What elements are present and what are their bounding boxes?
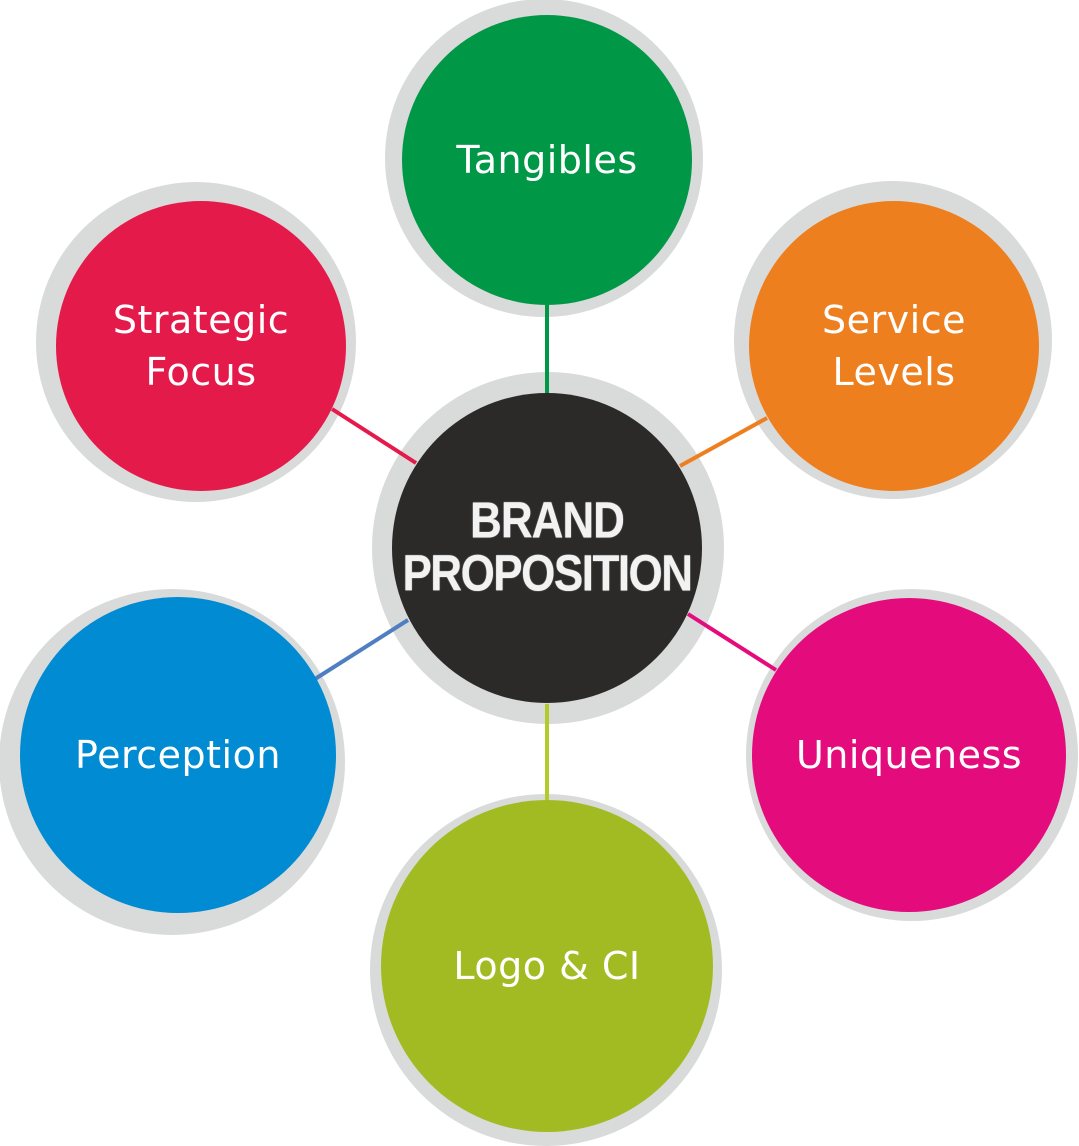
strategic-focus-node	[56, 201, 346, 491]
center-label-line-1: BRAND	[470, 492, 625, 550]
perception-connector	[313, 618, 410, 681]
logo-ci-node	[381, 800, 713, 1132]
tangibles-label-line: Tangibles	[456, 138, 638, 182]
uniqueness-label: Uniqueness	[796, 729, 1022, 781]
strategic-focus-label-line: Strategic	[112, 298, 290, 342]
center-node	[392, 393, 702, 703]
strategic-focus-connector	[330, 407, 418, 465]
logo-ci-label-line: Logo & CI	[453, 944, 641, 988]
center-label-line-2: PROPOSITION	[402, 545, 693, 603]
tangibles-node	[402, 15, 692, 305]
logo-ci-label: Logo & CI	[453, 940, 640, 992]
tangibles-label: Tangibles	[456, 134, 637, 186]
service-levels-label-line: Service	[822, 298, 966, 342]
node-discs	[20, 15, 1066, 1132]
perception-label: Perception	[75, 729, 281, 781]
service-levels-label-line: Levels	[832, 350, 956, 394]
connector-lines	[313, 305, 778, 801]
uniqueness-label-line: Uniqueness	[795, 733, 1023, 777]
perception-node	[20, 597, 336, 913]
perception-label-line: Perception	[75, 733, 281, 777]
center-node-label: BRAND PROPOSITION	[402, 492, 693, 603]
uniqueness-connector	[686, 612, 778, 672]
uniqueness-node	[752, 598, 1066, 912]
strategic-focus-label-line: Focus	[145, 350, 257, 394]
service-levels-connector	[679, 416, 768, 468]
service-levels-node	[749, 201, 1039, 491]
